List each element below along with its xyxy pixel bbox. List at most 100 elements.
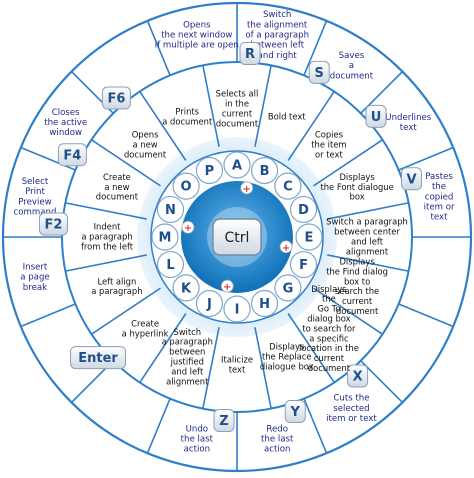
outer-description: action [264,445,290,455]
outer-description: item or text [326,414,377,424]
letter-key-circle[interactable] [274,172,302,200]
letter-key-circle[interactable] [250,289,279,318]
letter-key-h[interactable]: H [250,289,279,318]
letter-key-circle[interactable] [156,250,185,279]
shortcut-description: document [308,363,351,373]
letter-key-circle[interactable] [223,151,251,179]
shortcut-description: in the [225,99,249,109]
letter-key-label: M [159,231,172,246]
outer-keycap [365,104,387,128]
inner-divider [327,254,409,272]
shortcut-description: Go To [317,304,340,314]
letter-key-circle[interactable] [172,274,200,302]
outer-key-label: R [245,47,255,62]
outer-sector-14: F6 [101,86,131,110]
outer-divider [360,360,404,404]
letter-key-circle[interactable] [289,250,318,279]
ctrl-keycap[interactable] [212,218,262,256]
letter-key-circle[interactable] [172,172,200,200]
plus-icon-glyph: + [243,184,251,195]
outer-description: if multiple are open [155,41,239,51]
letter-key-b[interactable]: B [250,156,279,185]
letter-key-circle[interactable] [195,289,224,318]
shortcut-description: Copies [315,130,343,140]
outer-description: and right [258,51,298,61]
ctrl-key[interactable]: Ctrl [212,218,262,256]
letter-key-j[interactable]: J [195,289,224,318]
letter-key-p[interactable]: P [195,156,224,185]
shortcut-description: and left [171,366,204,376]
outer-key-f4: F4 [57,143,87,167]
letter-key-g[interactable]: G [274,274,302,302]
letter-key-f[interactable]: F [289,250,318,279]
shortcut-description: a paragraph [81,232,132,242]
letter-key-n[interactable]: N [156,195,185,224]
letter-key-label: H [259,297,270,312]
letter-key-a[interactable]: A+ [223,151,254,195]
outer-description: the next window [161,30,232,40]
letter-key-circle[interactable] [195,156,224,185]
shortcut-description: Italicize [221,355,253,365]
letter-key-circle[interactable] [250,156,279,185]
outer-divider [303,398,328,454]
letter-key-c[interactable]: C [274,172,302,200]
outer-key-label: S [315,66,324,81]
outer-description: Select [22,177,49,187]
outer-description: Pastes [425,172,453,182]
letter-key-label: F [299,258,308,273]
letter-key-label: C [283,180,293,195]
letter-key-m[interactable]: M+ [151,220,195,251]
letter-key-circle[interactable] [151,223,179,251]
inner-divider [139,91,187,161]
letter-key-k[interactable]: K [172,274,200,302]
shortcut-description: Create [131,318,159,328]
outer-description: between left [250,41,304,51]
shortcut-description: Displays [339,172,374,182]
outer-key-label: Enter [78,351,118,366]
shortcut-description: to search for [302,323,356,333]
letter-key-d[interactable]: D [289,195,318,224]
letter-key-o[interactable]: O [172,172,200,200]
shortcut-description: between [169,347,205,357]
outer-key-label: F6 [107,92,125,107]
letter-key-circle[interactable] [289,195,318,224]
shortcut-description: current [342,296,373,306]
letter-key-circle[interactable] [156,195,185,224]
shortcut-description: document [96,192,139,202]
outer-description: Undo [186,424,208,434]
shortcut-description: text [229,364,246,374]
letter-key-e[interactable]: E+ [279,223,323,254]
outer-description: the last [261,435,294,445]
inner-divider [202,327,220,409]
outer-key-label: Y [290,405,301,420]
outer-description: Underlines [385,113,432,123]
outer-description: Saves [339,51,365,61]
letter-key-circle[interactable] [223,295,251,323]
letter-key-circle[interactable] [295,223,323,251]
outer-description: the last [181,435,214,445]
plus-icon [279,240,293,254]
outer-keycap [401,167,423,191]
shortcut-description: a paragraph [162,337,213,347]
plus-icon [220,279,234,293]
shortcut-description: Displays [269,342,304,352]
outer-key-enter: Enter [70,346,127,370]
letter-key-circle[interactable] [274,274,302,302]
inner-divider [91,287,161,335]
letter-key-l[interactable]: L [156,250,185,279]
inner-sector-b: Bold text [268,111,306,121]
outer-key-x: X [347,364,369,388]
letter-key-i[interactable]: I+ [220,279,251,323]
outer-description: text [400,123,418,133]
outer-description: Switch [263,10,291,20]
shortcut-description: the item [311,140,346,150]
